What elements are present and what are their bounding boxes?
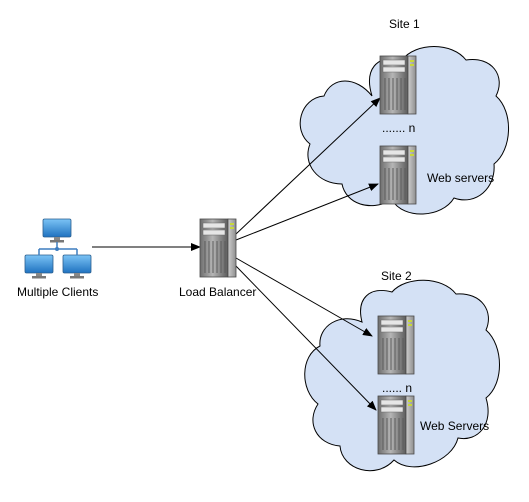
site1-server-1-icon xyxy=(379,55,417,115)
network-computers-icon xyxy=(24,218,92,279)
clients-label: Multiple Clients xyxy=(17,285,99,299)
load-balancer-server-icon xyxy=(199,218,237,278)
site2-server-1-icon xyxy=(377,315,415,375)
site2-servers-label: Web Servers xyxy=(420,419,490,433)
arrow-lb-to-site2-server1 xyxy=(235,257,373,337)
site1-cloud xyxy=(299,46,509,215)
load-balancer-label: Load Balancer xyxy=(179,285,257,299)
arrow-lb-to-site1-server1 xyxy=(235,97,381,235)
site1-n-label: ....... n xyxy=(382,121,416,135)
arrow-lb-to-site1-server2 xyxy=(235,183,379,241)
connection-arrows xyxy=(92,97,381,411)
site1-server-2-icon xyxy=(379,145,417,205)
site2-cloud xyxy=(304,279,500,472)
site2-n-label: ...... n xyxy=(382,381,413,395)
site1-servers-label: Web servers xyxy=(427,171,495,185)
site2-server-2-icon xyxy=(377,395,415,455)
site1-label: Site 1 xyxy=(389,17,420,31)
site2-label: Site 2 xyxy=(381,269,412,283)
arrow-lb-to-site2-server2 xyxy=(233,263,377,411)
